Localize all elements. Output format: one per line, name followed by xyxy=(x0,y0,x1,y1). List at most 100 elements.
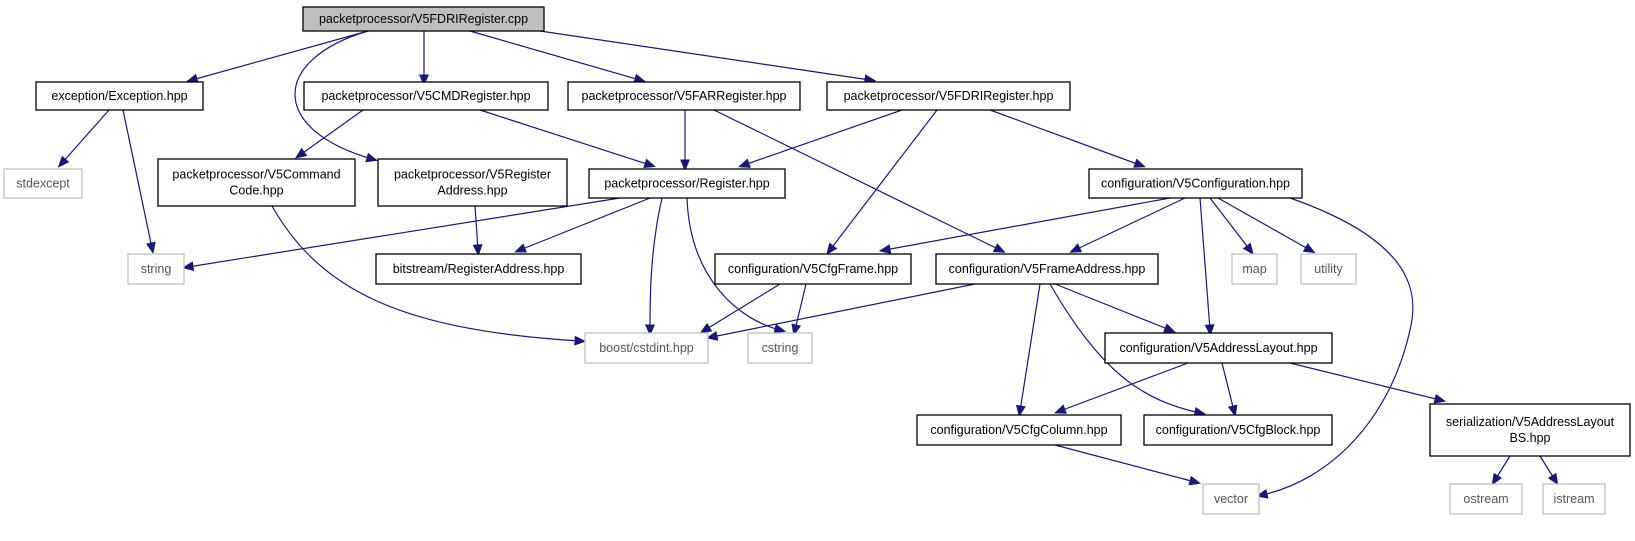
node-label: configuration/V5CfgFrame.hpp xyxy=(728,262,898,276)
node-box xyxy=(302,6,545,32)
arrowhead xyxy=(294,147,308,159)
arrowhead xyxy=(705,331,719,341)
node-box xyxy=(935,253,1159,285)
node-label: packetprocessor/Register.hpp xyxy=(604,177,769,191)
node-label: exception/Exception.hpp xyxy=(51,89,187,103)
node-cfgblock[interactable]: configuration/V5CfgBlock.hpp xyxy=(1143,414,1333,446)
node-label: packetprocessor/V5FARRegister.hpp xyxy=(582,89,787,103)
dependency-edge xyxy=(294,30,373,160)
node-cstring[interactable]: cstring xyxy=(747,332,813,364)
dependency-edge xyxy=(743,109,903,166)
node-label: serialization/V5AddressLayout xyxy=(1446,415,1615,429)
dependency-edge xyxy=(1217,197,1311,251)
dependency-edge xyxy=(1074,197,1186,251)
node-string[interactable]: string xyxy=(127,253,185,285)
arrowhead xyxy=(1163,323,1176,333)
arrowhead xyxy=(773,323,787,334)
dependency-edge xyxy=(539,30,871,81)
dependency-edge xyxy=(61,109,110,164)
arrowhead xyxy=(826,242,838,255)
node-box xyxy=(1143,414,1333,446)
arrowhead xyxy=(1242,242,1254,255)
edges-layer xyxy=(57,30,1559,499)
node-bsregaddr[interactable]: bitstream/RegisterAddress.hpp xyxy=(375,253,582,285)
node-box xyxy=(916,414,1122,446)
node-box xyxy=(3,168,83,199)
dependency-edge xyxy=(474,205,479,251)
node-box xyxy=(1449,483,1523,515)
node-config[interactable]: configuration/V5Configuration.hpp xyxy=(1088,168,1303,199)
dependency-edge xyxy=(122,109,153,249)
arrowhead xyxy=(514,243,527,253)
dependency-edge xyxy=(794,283,807,331)
node-label: configuration/V5FrameAddress.hpp xyxy=(949,262,1146,276)
node-box xyxy=(584,332,709,364)
node-box xyxy=(1429,403,1631,457)
node-root[interactable]: packetprocessor/V5FDRIRegister.cpp xyxy=(302,6,545,32)
dependency-edge xyxy=(1049,283,1201,414)
node-register[interactable]: packetprocessor/Register.hpp xyxy=(588,168,786,199)
dependency-edge xyxy=(1221,362,1235,412)
node-frameaddr[interactable]: configuration/V5FrameAddress.hpp xyxy=(935,253,1159,285)
node-label: packetprocessor/V5CMDRegister.hpp xyxy=(321,89,530,103)
node-label: string xyxy=(141,262,172,276)
dependency-edge xyxy=(271,205,581,342)
arrowhead xyxy=(574,335,587,346)
node-box xyxy=(567,81,801,111)
arrowhead xyxy=(738,158,751,168)
node-istream[interactable]: istream xyxy=(1542,483,1606,515)
node-box xyxy=(377,158,568,207)
node-box xyxy=(1104,332,1333,364)
node-box xyxy=(714,253,912,285)
node-utility[interactable]: utility xyxy=(1300,253,1357,285)
node-label: boost/cstdint.hpp xyxy=(599,341,694,355)
node-vector[interactable]: vector xyxy=(1202,483,1260,515)
nodes-layer: packetprocessor/V5FDRIRegister.cpp except… xyxy=(3,6,1631,515)
dependency-edge xyxy=(829,109,938,251)
node-stdexcept[interactable]: stdexcept xyxy=(3,168,83,199)
node-addrlayout[interactable]: configuration/V5AddressLayout.hpp xyxy=(1104,332,1333,364)
dependency-edge xyxy=(713,109,1001,251)
node-label: Code.hpp xyxy=(229,184,283,198)
dependency-edge xyxy=(711,283,976,338)
node-farreg[interactable]: packetprocessor/V5FARRegister.hpp xyxy=(567,81,801,111)
node-label: BS.hpp xyxy=(1509,431,1550,445)
dependency-edge xyxy=(1059,362,1189,412)
arrowhead xyxy=(419,74,429,87)
arrowhead xyxy=(1302,242,1316,254)
arrowhead xyxy=(1015,404,1026,418)
arrowhead xyxy=(680,159,690,172)
node-box xyxy=(747,332,813,364)
arrowhead xyxy=(643,158,656,169)
node-box xyxy=(1542,483,1606,515)
node-box xyxy=(1202,483,1260,515)
arrowhead xyxy=(1054,404,1067,414)
node-map[interactable]: map xyxy=(1231,253,1278,285)
node-cfgcolumn[interactable]: configuration/V5CfgColumn.hpp xyxy=(916,414,1122,446)
arrowhead xyxy=(181,261,195,272)
node-cmdreg[interactable]: packetprocessor/V5CMDRegister.hpp xyxy=(303,81,549,111)
node-label: configuration/V5CfgBlock.hpp xyxy=(1156,423,1321,437)
node-cfgframe[interactable]: configuration/V5CfgFrame.hpp xyxy=(714,253,912,285)
dependency-edge xyxy=(479,109,651,166)
node-label: packetprocessor/V5FDRIRegister.hpp xyxy=(844,89,1054,103)
node-fdrireg[interactable]: packetprocessor/V5FDRIRegister.hpp xyxy=(826,81,1071,111)
arrowhead xyxy=(1188,475,1202,486)
arrowhead xyxy=(1491,472,1503,486)
node-cstdint[interactable]: boost/cstdint.hpp xyxy=(584,332,709,364)
node-exception[interactable]: exception/Exception.hpp xyxy=(35,81,204,111)
node-label: configuration/V5Configuration.hpp xyxy=(1101,177,1290,191)
dependency-edge xyxy=(519,197,651,251)
node-box xyxy=(157,158,356,207)
arrowhead xyxy=(878,244,892,254)
node-label: configuration/V5AddressLayout.hpp xyxy=(1119,341,1317,355)
dependency-edge xyxy=(989,109,1141,166)
node-box xyxy=(1231,253,1278,285)
node-label: istream xyxy=(1554,492,1595,506)
node-label: configuration/V5CfgColumn.hpp xyxy=(930,423,1107,437)
node-ostream[interactable]: ostream xyxy=(1449,483,1523,515)
